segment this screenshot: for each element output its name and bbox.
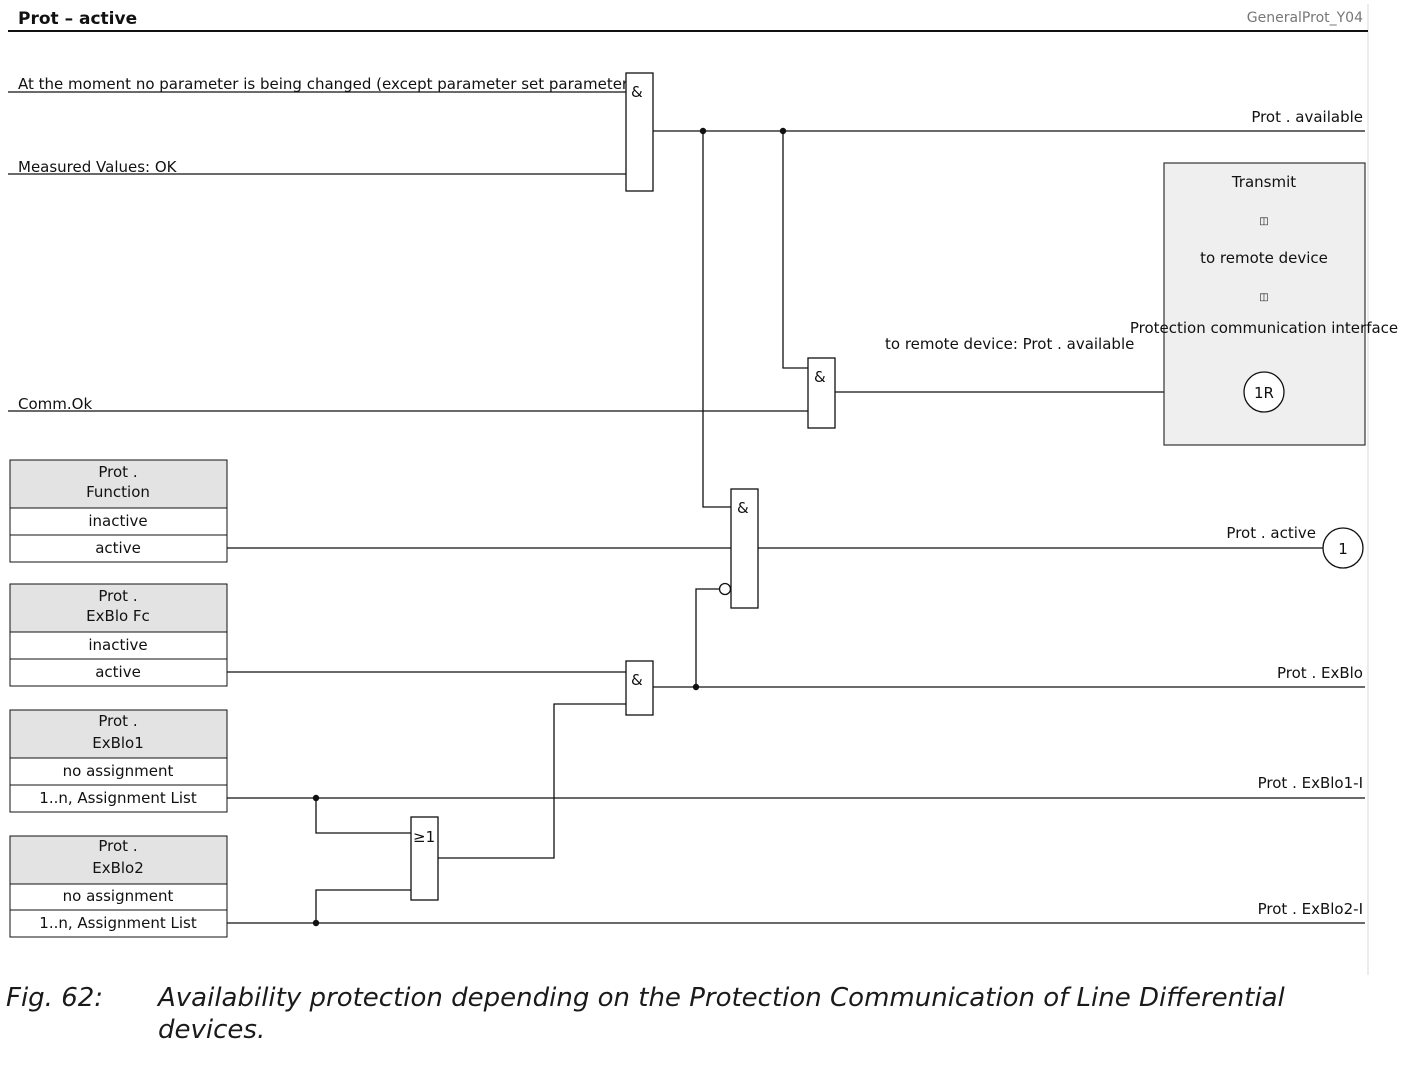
input-measured-values-label: Measured Values: OK [18, 158, 178, 176]
figure-caption-text: Availability protection depending on the… [158, 983, 1285, 1045]
or-gate: ≥1 [410, 816, 439, 901]
setting-option-inactive: inactive [88, 512, 147, 530]
setting-option-active: active [95, 539, 141, 557]
output-prot-exblo2-label: Prot . ExBlo2-I [1258, 900, 1363, 918]
figure-number: Fig. 62: [6, 983, 104, 1013]
setting-option-no-assignment: no assignment [63, 887, 174, 905]
diagram-title: Prot – active [18, 9, 137, 29]
output-to-remote-label: to remote device: Prot . available [885, 335, 1134, 353]
comm-interface-label: Protection communication interface [1130, 319, 1398, 337]
setting-box-exblo-fc: Prot . ExBlo Fc inactive active [9, 583, 228, 687]
diagram-reference: GeneralProt_Y04 [1247, 10, 1363, 26]
transmit-label: Transmit [1231, 173, 1296, 191]
setting-head-line1: Prot . [98, 587, 137, 605]
setting-head-line1: Prot . [98, 837, 137, 855]
setting-option-assignment-list: 1..n, Assignment List [39, 789, 197, 807]
connector-1r: 1R [1243, 371, 1285, 413]
and-gate-1-symbol: & [631, 83, 643, 101]
output-prot-available-label: Prot . available [1251, 108, 1363, 126]
transmit-marker-1: ◫ [1259, 216, 1268, 227]
signal-wires [8, 91, 1365, 924]
input-no-param-change-label: At the moment no parameter is being chan… [18, 75, 642, 93]
setting-head-line2: Function [86, 483, 150, 501]
setting-option-inactive: inactive [88, 636, 147, 654]
negation-bubble [718, 582, 732, 596]
setting-option-assignment-list: 1..n, Assignment List [39, 914, 197, 932]
transmit-box: Transmit ◫ to remote device ◫ Protection… [1130, 162, 1398, 446]
and-gate-2: & [807, 357, 836, 429]
output-prot-active-label: Prot . active [1226, 524, 1316, 542]
input-comm-ok-label: Comm.Ok [18, 395, 92, 413]
setting-head-line2: ExBlo2 [92, 859, 144, 877]
setting-head-line1: Prot . [98, 463, 137, 481]
and-gate-1: & [625, 72, 654, 192]
or-gate-symbol: ≥1 [413, 828, 435, 846]
transmit-marker-2: ◫ [1259, 292, 1268, 303]
setting-box-exblo2: Prot . ExBlo2 no assignment 1..n, Assign… [9, 835, 228, 938]
and-gate-4: & [625, 660, 654, 716]
connector-1r-label: 1R [1254, 384, 1274, 402]
setting-box-function: Prot . Function inactive active [9, 459, 228, 563]
setting-box-exblo1: Prot . ExBlo1 no assignment 1..n, Assign… [9, 709, 228, 813]
and-gate-3: & [718, 488, 759, 609]
and-gate-3-symbol: & [737, 499, 749, 517]
junction-dots [312, 127, 787, 927]
setting-option-active: active [95, 663, 141, 681]
connector-1-label: 1 [1338, 540, 1348, 558]
setting-head-line2: ExBlo1 [92, 734, 144, 752]
and-gate-2-symbol: & [814, 368, 826, 386]
output-prot-exblo1-label: Prot . ExBlo1-I [1258, 774, 1363, 792]
logic-diagram: Prot – active GeneralProt_Y04 [8, 4, 1398, 975]
connector-1: 1 [1322, 527, 1364, 569]
output-prot-exblo-label: Prot . ExBlo [1277, 664, 1363, 682]
setting-head-line2: ExBlo Fc [86, 607, 150, 625]
remote-device-label: to remote device [1200, 249, 1328, 267]
and-gate-4-symbol: & [631, 671, 643, 689]
setting-option-no-assignment: no assignment [63, 762, 174, 780]
setting-head-line1: Prot . [98, 712, 137, 730]
